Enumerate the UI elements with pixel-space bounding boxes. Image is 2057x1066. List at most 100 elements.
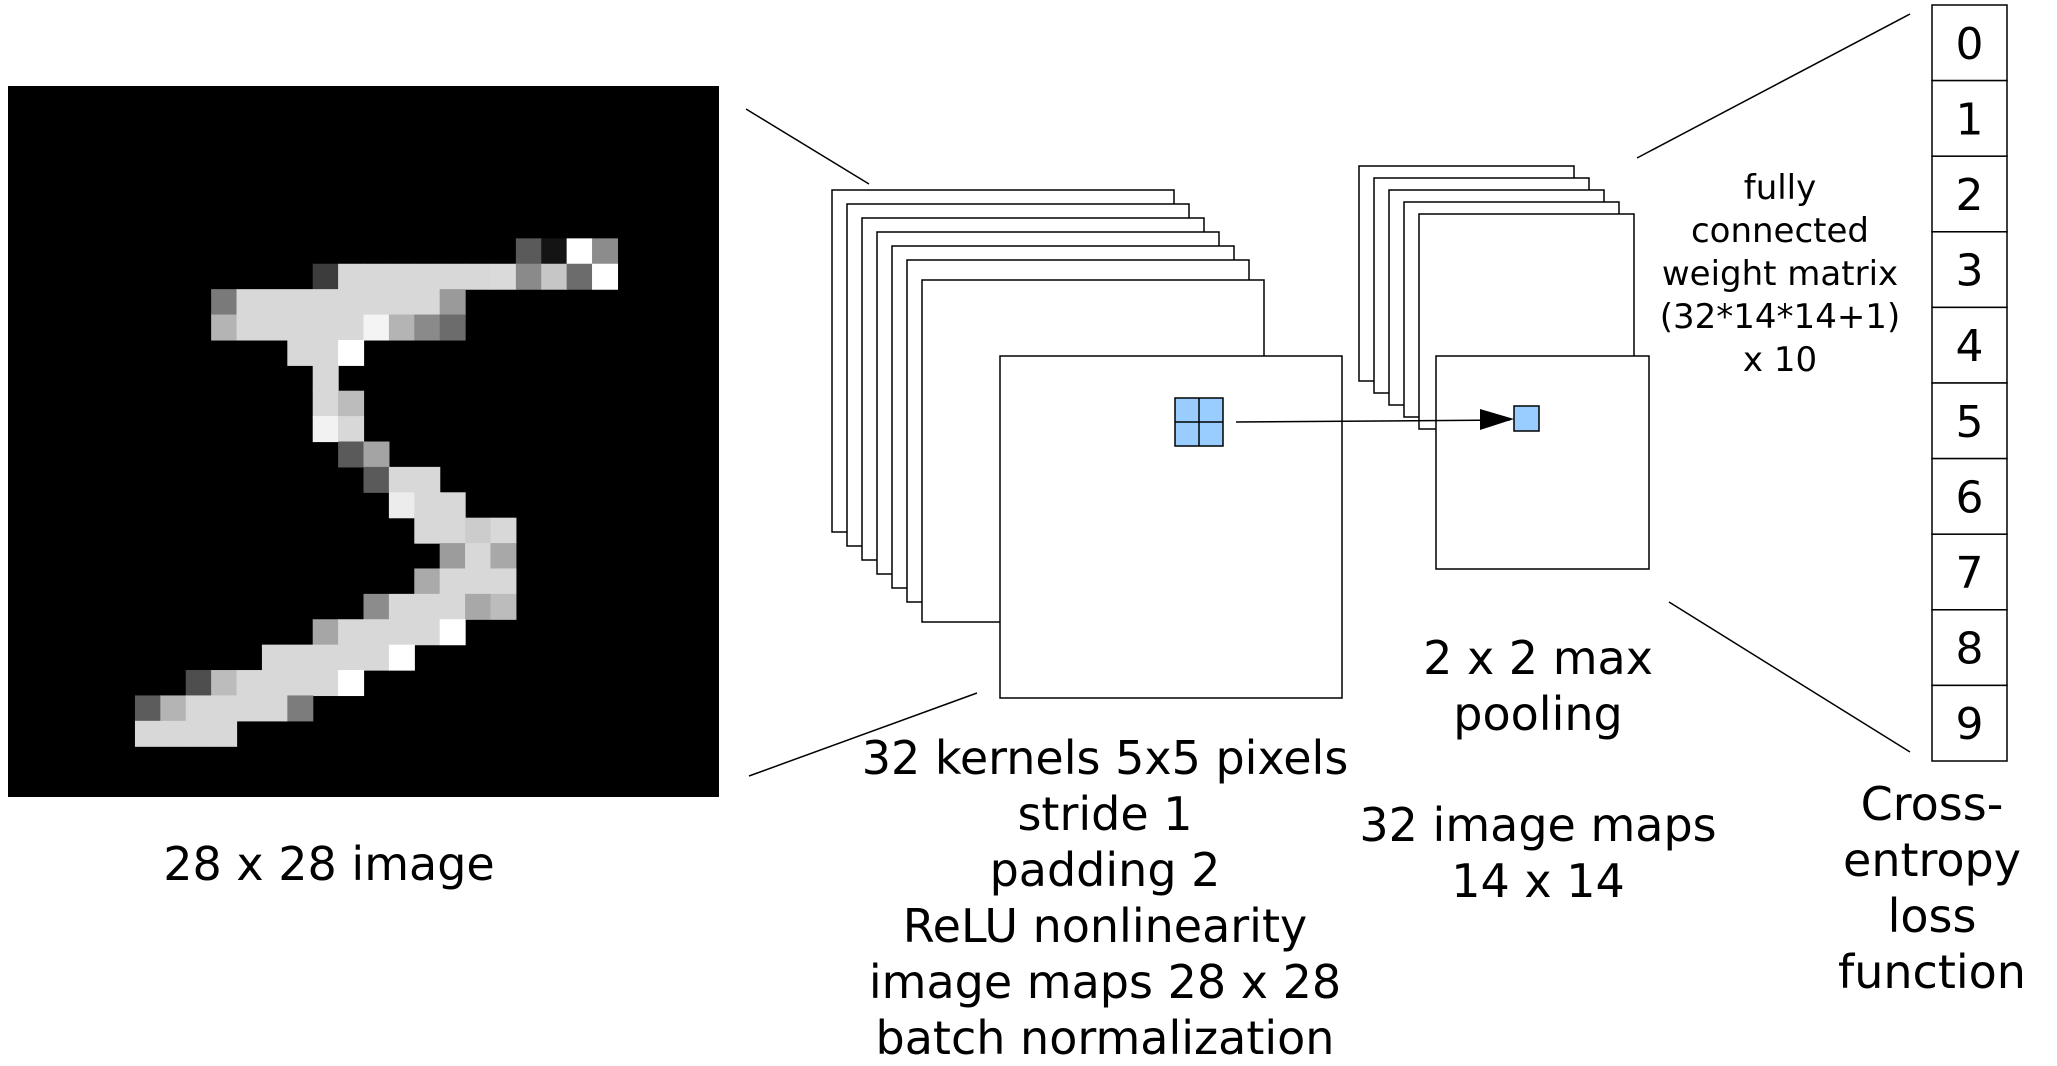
loss-function-label: Cross- entropy loss function [1812,776,2052,1000]
input-pixel [185,720,212,747]
input-pixel [541,238,568,265]
output-class-label: 1 [1956,94,1984,145]
pooling-maps-line: 14 x 14 [1451,854,1625,908]
pooling-maps-description: 32 image maps 14 x 14 [1338,797,1738,909]
output-class-label: 7 [1956,548,1984,599]
input-pixel [211,289,238,316]
input-pixel [465,568,492,595]
input-pixel [363,441,390,468]
input-pixel [363,289,390,316]
input-pixel [414,492,441,519]
input-pixel [465,263,492,290]
input-pixel [490,263,517,290]
input-pixel [363,314,390,341]
input-image-caption: 28 x 28 image [148,836,510,892]
input-pixel [312,670,339,697]
input-pixel [439,289,466,316]
output-cell [1931,382,2008,460]
input-pixel [414,568,441,595]
input-pixel [439,314,466,341]
pooling-window [1174,397,1224,447]
input-pixel [338,416,365,443]
output-cell [1931,533,2008,611]
input-pixel [465,593,492,620]
fc-line: (32*14*14+1) [1659,297,1901,337]
input-pixel [261,670,288,697]
conv-line: ReLU nonlinearity [902,899,1308,953]
input-pixel [160,720,187,747]
projection-line-top-output [1636,13,1911,159]
input-pixel [261,289,288,316]
output-class-label: 8 [1956,624,1984,675]
input-pixel [312,263,339,290]
fc-line: connected [1690,211,1870,251]
pooling-maps-line: 32 image maps [1359,798,1717,852]
input-pixel [312,644,339,671]
loss-line: Cross- [1860,777,2004,831]
input-pixel [439,568,466,595]
input-pixel [261,695,288,722]
input-pixel [592,238,619,265]
input-pixel [490,543,517,570]
input-pixel [185,670,212,697]
input-pixel [515,263,542,290]
input-pixel [312,416,339,443]
output-cell [1931,684,2008,762]
output-cell [1931,231,2008,309]
input-pixel [541,263,568,290]
input-pixel [414,263,441,290]
pooling-arrow [1235,419,1511,423]
input-image-caption-text: 28 x 28 image [163,837,495,891]
input-pixel [592,263,619,290]
loss-line: function [1838,945,2026,999]
input-pixel [236,670,263,697]
conv-feature-map-front [999,355,1343,699]
input-pixel [287,289,314,316]
input-pixel [287,339,314,366]
input-pixel [388,644,415,671]
input-pixel [287,314,314,341]
output-cell [1931,155,2008,233]
input-pixel [338,289,365,316]
input-pixel [439,492,466,519]
input-pixel [465,543,492,570]
input-pixel [566,263,593,290]
fc-line: fully [1743,168,1817,208]
projection-line-bottom-output [1668,601,1911,753]
input-pixel [287,644,314,671]
input-pixel [185,695,212,722]
conv-line: stride 1 [1017,787,1193,841]
input-pixel [490,593,517,620]
input-pixel [363,619,390,646]
output-cell [1931,79,2008,157]
input-pixel [363,466,390,493]
input-pixel [211,720,238,747]
output-class-label: 6 [1956,472,1984,523]
input-pixel [414,593,441,620]
pooling-title-line: pooling [1453,687,1623,741]
input-pixel [414,289,441,316]
output-class-label: 4 [1956,321,1984,372]
input-pixel [211,695,238,722]
input-pixel [439,263,466,290]
input-pixel [338,619,365,646]
input-pixel [338,390,365,417]
output-cell [1931,306,2008,384]
input-pixel [160,695,187,722]
output-class-label: 5 [1956,397,1984,448]
input-pixel [287,695,314,722]
input-pixel [414,517,441,544]
input-pixel [312,314,339,341]
pooled-feature-maps [1358,165,1650,570]
input-pixel [312,339,339,366]
input-pixel [439,517,466,544]
input-pixel [236,314,263,341]
input-pixel [338,644,365,671]
input-pixel [465,517,492,544]
input-pixel [338,441,365,468]
input-pixel [211,670,238,697]
input-pixel [261,644,288,671]
input-pixel [414,466,441,493]
conv-line: 32 kernels 5x5 pixels [861,731,1349,785]
